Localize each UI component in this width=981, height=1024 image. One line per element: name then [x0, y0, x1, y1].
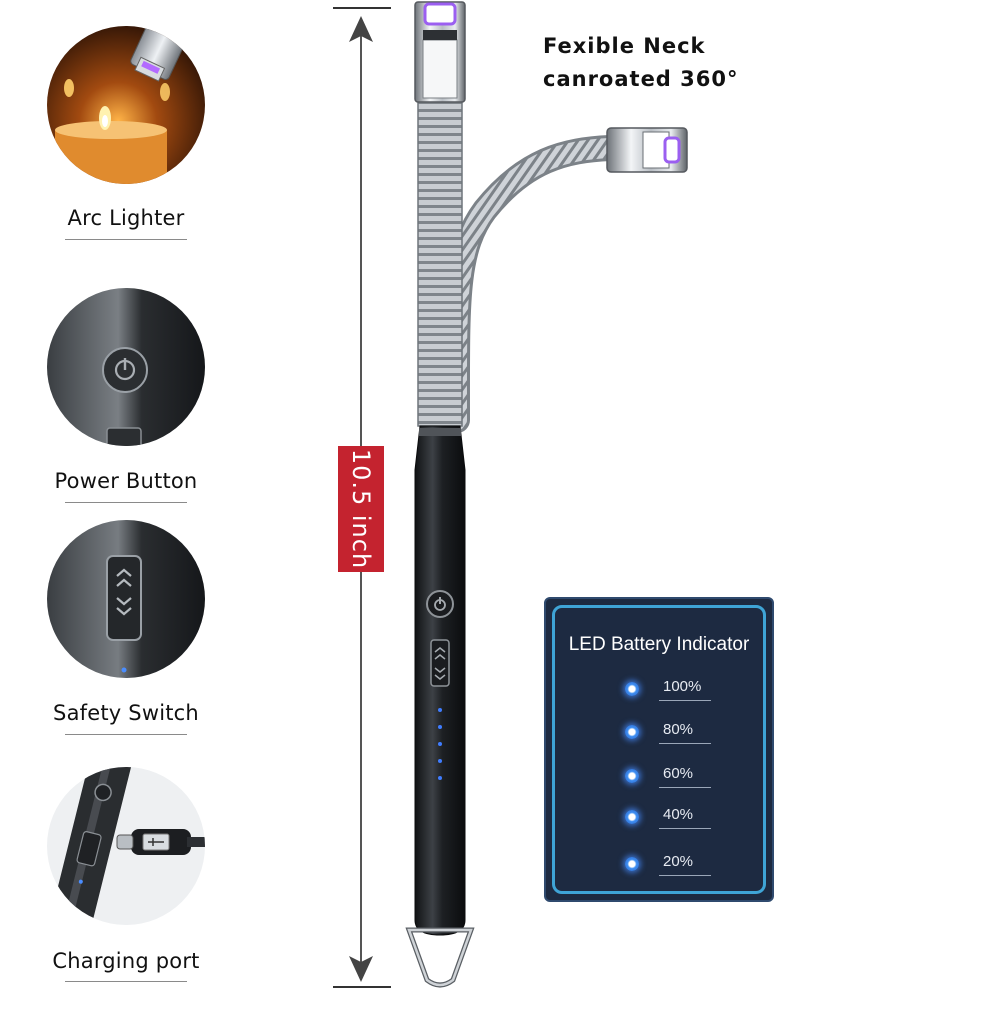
- led-level-row: 40%: [555, 806, 763, 832]
- led-level-label: 80%: [663, 721, 694, 738]
- divider: [65, 734, 187, 735]
- neck-caption-line2: canroated 360°: [543, 67, 739, 91]
- divider: [659, 828, 711, 829]
- led-level-label: 40%: [663, 806, 694, 823]
- divider: [65, 239, 187, 240]
- led-level-label: 20%: [663, 853, 694, 870]
- measurement-bottom-cap: [333, 986, 391, 988]
- power-button-closeup-photo: [47, 288, 205, 446]
- feature-label: Arc Lighter: [67, 206, 185, 230]
- arc-lighter-candle-photo: [47, 26, 205, 184]
- lighter-product-image: [405, 1, 688, 988]
- feature-label: Power Button: [54, 469, 198, 493]
- led-panel-frame: LED Battery Indicator 100% 80% 60% 40% 2…: [552, 605, 766, 894]
- feature-label: Charging port: [52, 949, 200, 973]
- led-level-label: 60%: [663, 765, 694, 782]
- led-dot-icon: [625, 769, 639, 783]
- led-level-row: 80%: [555, 721, 763, 747]
- neck-caption-line1: Fexible Neck: [543, 34, 706, 58]
- divider: [659, 700, 711, 701]
- led-dot-icon: [625, 810, 639, 824]
- led-dot-icon: [625, 682, 639, 696]
- led-level-row: 60%: [555, 765, 763, 791]
- divider: [659, 875, 711, 876]
- led-panel-title: LED Battery Indicator: [568, 634, 750, 655]
- led-level-row: 20%: [555, 853, 763, 879]
- divider: [659, 787, 711, 788]
- arrow-up-icon: [349, 16, 373, 42]
- led-level-row: 100%: [555, 678, 763, 704]
- led-level-label: 100%: [663, 678, 702, 695]
- neck-caption: Fexible Neck canroated 360°: [543, 30, 738, 96]
- measurement-top-cap: [333, 7, 391, 9]
- led-dot-icon: [625, 725, 639, 739]
- led-battery-indicator-panel: LED Battery Indicator 100% 80% 60% 40% 2…: [544, 597, 774, 902]
- safety-switch-closeup-photo: [47, 520, 205, 678]
- divider: [659, 743, 711, 744]
- measurement-badge: 10.5 inch: [338, 446, 384, 572]
- led-dot-icon: [625, 857, 639, 871]
- arrow-down-icon: [349, 956, 373, 982]
- feature-label: Safety Switch: [53, 701, 199, 725]
- divider: [65, 502, 187, 503]
- measurement-label: 10.5 inch: [347, 448, 376, 570]
- divider: [65, 981, 187, 982]
- usb-c-charging-port-photo: [47, 767, 205, 925]
